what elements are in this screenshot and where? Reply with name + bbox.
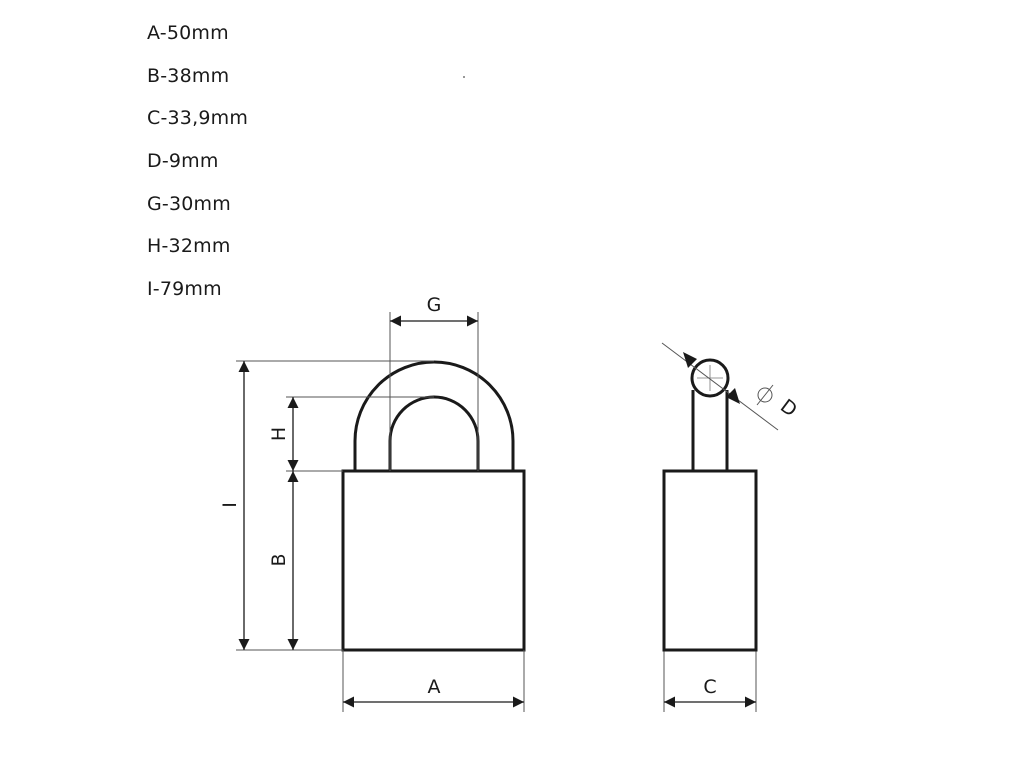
label-g: G — [427, 294, 442, 316]
label-i: I — [219, 502, 241, 508]
label-c: C — [703, 676, 716, 698]
spec-a: A-50mm — [147, 22, 229, 44]
extension-lines — [236, 312, 757, 712]
label-b: B — [268, 553, 290, 566]
label-h: H — [268, 427, 290, 441]
spec-b: B-38mm — [147, 64, 230, 87]
diameter-arrow-top — [683, 352, 697, 368]
spec-g: G-30mm — [147, 192, 231, 215]
diameter-arrow-bottom — [726, 388, 740, 404]
diameter-symbol-icon — [756, 384, 774, 406]
front-body — [341, 469, 526, 652]
side-view — [661, 342, 779, 652]
spec-c: C-33,9mm — [147, 107, 249, 130]
spec-h: H-32mm — [147, 235, 231, 258]
label-d: D — [776, 395, 801, 421]
diameter-leader — [661, 342, 779, 431]
shackle-inner — [388, 395, 480, 471]
front-view — [341, 360, 526, 652]
spec-i: I-79mm — [147, 278, 222, 301]
dimension-lines — [238, 315, 756, 708]
spec-d: D-9mm — [147, 150, 219, 173]
label-a: A — [428, 676, 441, 698]
side-body — [662, 469, 758, 652]
dimension-spec-list: A-50mm B-38mm C-33,9mm D-9mm G-30mm H-32… — [147, 12, 248, 311]
shackle-outer — [353, 360, 515, 471]
stray-dot — [463, 76, 465, 78]
